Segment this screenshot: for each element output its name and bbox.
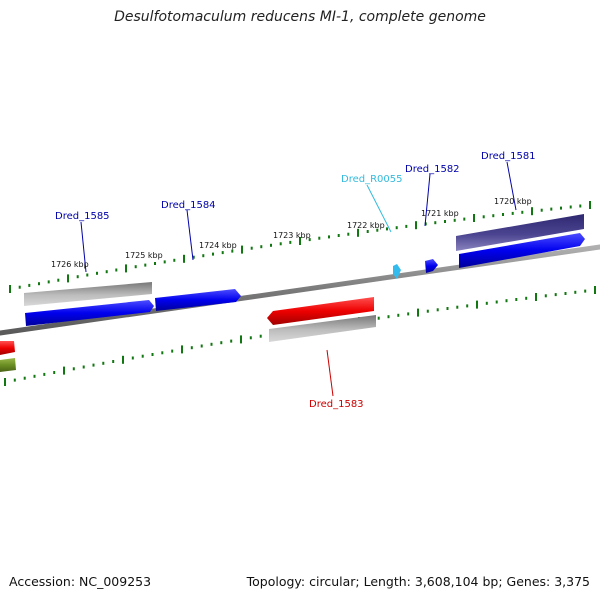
rna-arrow-dred-r0055[interactable] xyxy=(393,264,401,279)
scale-label: 1726 kbp xyxy=(51,260,89,269)
genome-stats-text: Topology: circular; Length: 3,608,104 bp… xyxy=(246,574,590,589)
leader-line-dred-1581 xyxy=(506,161,517,211)
cds-arrow-dred-1583[interactable] xyxy=(267,297,374,325)
leader-line-dred-1582 xyxy=(424,173,431,227)
gene-label-dred-1581[interactable]: Dred_1581 xyxy=(481,151,536,162)
cds-arrow-dred-1581[interactable] xyxy=(459,233,585,268)
gene-bar-dred-1585[interactable] xyxy=(24,282,152,306)
scale-label: 1721 kbp xyxy=(421,209,459,218)
scale-label: 1723 kbp xyxy=(273,231,311,240)
scale-label: 1724 kbp xyxy=(199,241,237,250)
map-title: Desulfotomaculum reducens MI-1, complete… xyxy=(114,9,486,25)
gene-labels: Dred_1585 Dred_1584 Dred_R0055 Dred_1582… xyxy=(55,151,536,410)
leader-line-dred-1583 xyxy=(326,349,334,397)
leader-line-dred-1585 xyxy=(80,221,87,273)
cds-arrow-left-olive[interactable] xyxy=(0,358,16,372)
scale-label: 1720 kbp xyxy=(494,197,532,206)
gene-label-dred-r0055[interactable]: Dred_R0055 xyxy=(341,174,403,185)
gene-label-dred-1585[interactable]: Dred_1585 xyxy=(55,211,110,222)
scale-labels: 1726 kbp 1725 kbp 1724 kbp 1723 kbp 1722… xyxy=(51,197,532,269)
genome-backbone xyxy=(0,244,600,336)
gene-bar-dred-1581[interactable] xyxy=(456,214,584,251)
gene-bar-dred-1583[interactable] xyxy=(269,315,376,342)
gene-label-dred-1582[interactable]: Dred_1582 xyxy=(405,164,460,175)
scale-label: 1725 kbp xyxy=(125,251,163,260)
scale-label: 1722 kbp xyxy=(347,221,385,230)
cds-arrow-left-red[interactable] xyxy=(0,341,15,355)
cds-arrow-dred-1582[interactable] xyxy=(425,259,438,273)
label-leaders xyxy=(80,161,517,397)
cds-arrow-dred-1584[interactable] xyxy=(155,289,241,311)
outer-scale-ticks xyxy=(9,201,591,293)
leader-line-dred-1584 xyxy=(186,209,194,261)
gene-label-dred-1584[interactable]: Dred_1584 xyxy=(161,200,216,211)
gene-label-dred-1583[interactable]: Dred_1583 xyxy=(309,399,364,410)
leader-line-dred-r0055 xyxy=(366,184,392,233)
accession-text: Accession: NC_009253 xyxy=(9,574,152,589)
cds-arrow-dred-1585[interactable] xyxy=(25,300,154,326)
